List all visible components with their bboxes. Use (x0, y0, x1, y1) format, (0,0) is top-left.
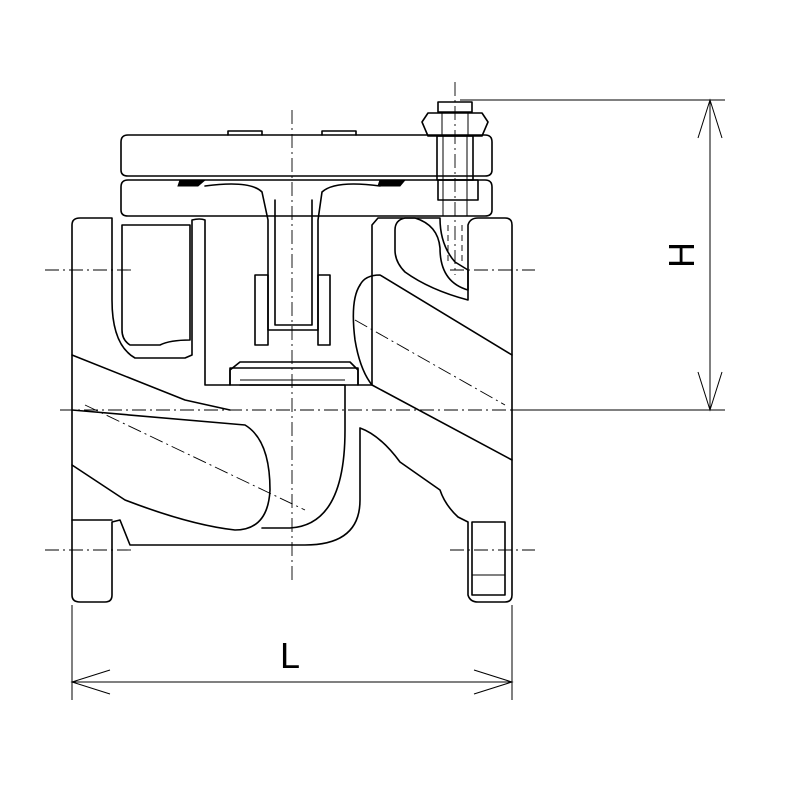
seat-ring (229, 367, 359, 386)
valve-body (71, 217, 513, 603)
arrowhead-icon (697, 98, 723, 139)
gasket-left (177, 179, 207, 187)
centerlines (45, 82, 535, 580)
inlet-upper-wall (71, 354, 231, 411)
dimension-height: H (460, 98, 725, 412)
left-flange (71, 217, 513, 603)
left-inner-pocket (121, 224, 191, 346)
dimension-length: L (70, 605, 514, 700)
disc-holder (254, 274, 269, 346)
cover (120, 130, 493, 346)
cover-lower-flange (120, 179, 493, 217)
outlet-channel-upper (359, 274, 513, 356)
outlet-channel-lower (352, 284, 513, 461)
inlet-passage-centerline (84, 404, 306, 511)
arrowhead-icon (473, 669, 514, 695)
arrowhead-icon (697, 371, 723, 412)
disc (239, 384, 346, 529)
cover-boss-right (321, 130, 357, 136)
disc-holder-right (317, 274, 331, 346)
cover-top-plate (120, 134, 493, 177)
right-lower-pocket (471, 521, 506, 596)
guide-bore (274, 199, 313, 326)
arrowhead-icon (70, 669, 111, 695)
height-label: H (661, 242, 702, 268)
guide-stem (204, 183, 381, 331)
cover-boss-left (227, 130, 263, 136)
inlet-channel (71, 409, 271, 531)
hex-nut-icon (421, 101, 489, 216)
outlet-passage-centerline (354, 319, 506, 406)
nut-hex (421, 112, 489, 137)
gasket-right (377, 179, 407, 187)
nut-top (437, 101, 473, 113)
length-label: L (280, 635, 300, 676)
nut-lower (437, 179, 479, 201)
right-inner-pocket (394, 217, 469, 301)
